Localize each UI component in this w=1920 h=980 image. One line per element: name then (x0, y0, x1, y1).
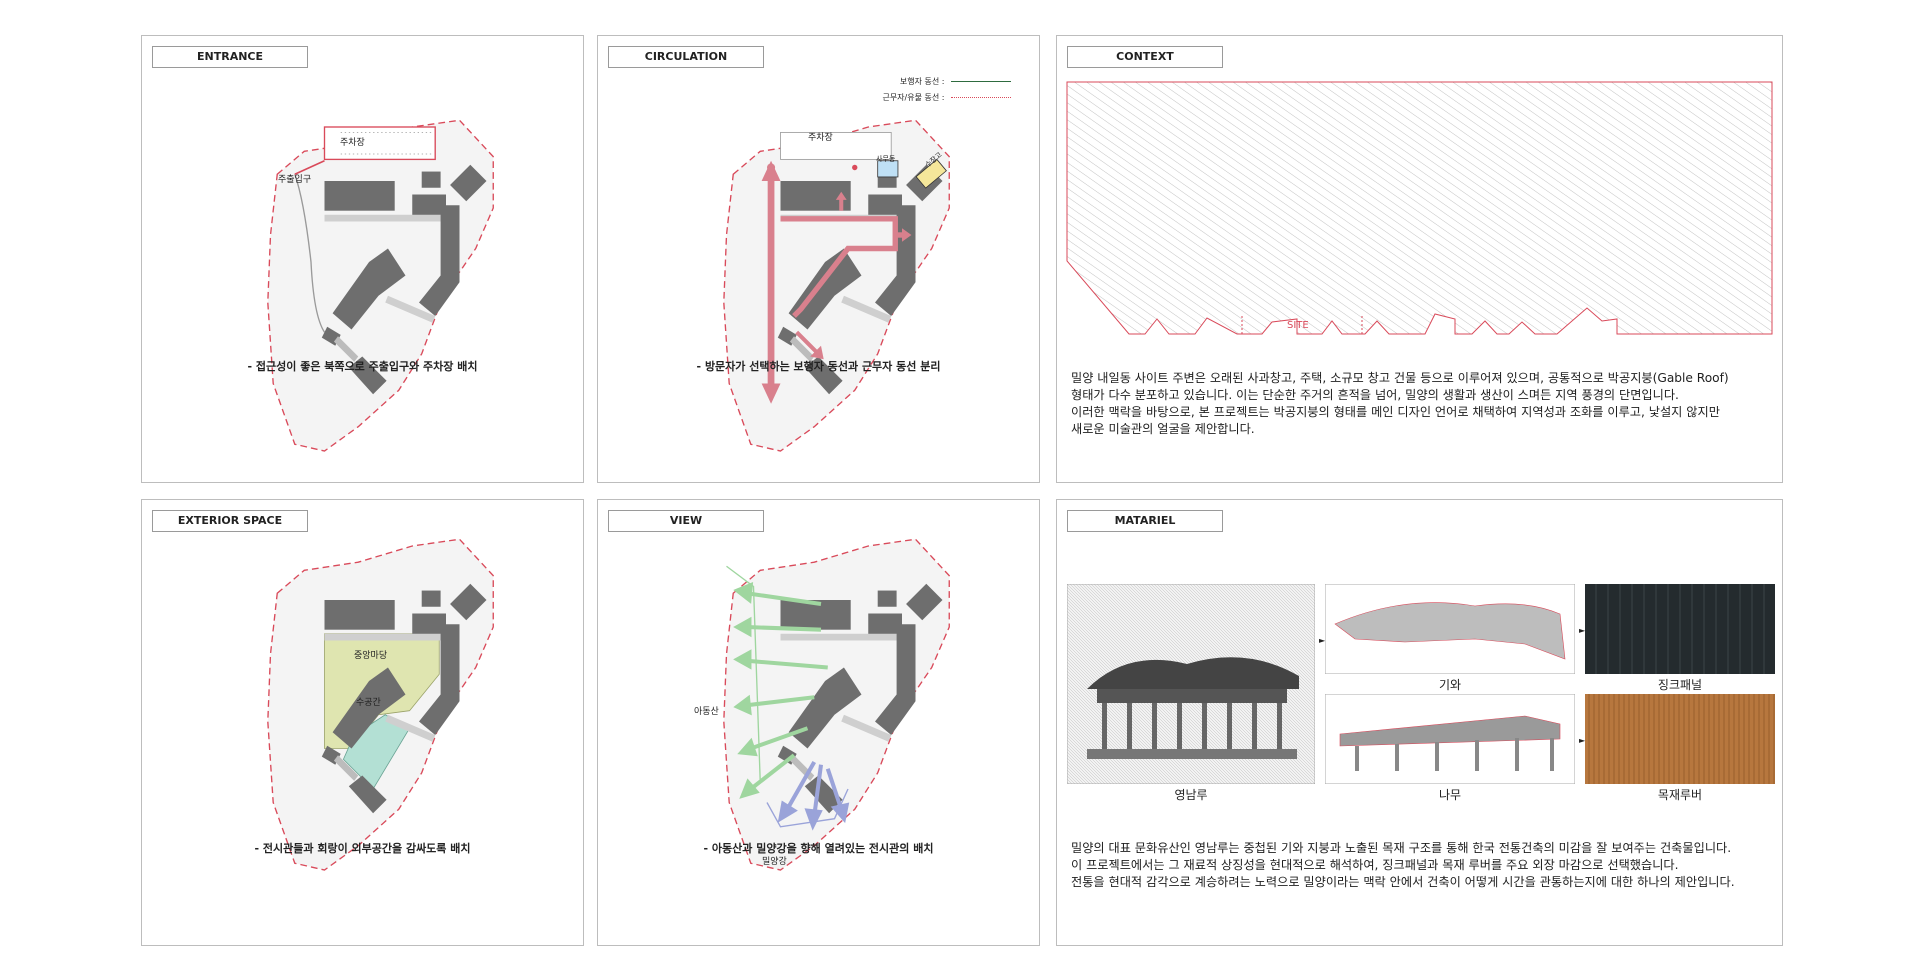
panel-exterior: EXTERIOR SPACE 중앙마당 수공간 - 전시관들과 회랑이 외부공간… (141, 499, 584, 946)
exterior-caption: - 전시관들과 회랑이 외부공간을 감싸도록 배치 (142, 840, 583, 856)
paragraph-line: 이 프로젝트에서는 그 재료적 상징성을 현대적으로 해석하여, 징크패널과 목… (1071, 857, 1735, 874)
paragraph-line: 밀양 내일동 사이트 주변은 오래된 사과창고, 주택, 소규모 창고 건물 등… (1071, 370, 1729, 387)
zinc-panel-swatch (1585, 584, 1775, 674)
context-street-elevation: SITE (1057, 36, 1784, 336)
central-yard-label: 중앙마당 (354, 649, 387, 661)
office-label: 사무동 (876, 154, 896, 163)
panel-view: VIEW 아동산 밀양강 - 아동산과 밀양강을 향해 열려있는 (597, 499, 1040, 946)
river-label: 밀양강 (762, 855, 787, 867)
wood-louver-label: 목재루버 (1585, 786, 1775, 803)
panel-circulation: CIRCULATION 보행자 동선 : 근무자/유물 동선 : 주차장 (597, 35, 1040, 483)
panel-context: CONTEXT SITE 밀양 내일동 사이트 주변은 오래된 사과창고, 주택… (1056, 35, 1783, 483)
paragraph-line: 형태가 다수 분포하고 있습니다. 이는 단순한 주거의 흔적을 넘어, 밀양의… (1071, 387, 1729, 404)
panel-material: MATARIEL 영남루 ► 기와 나무 ► ► 징크패널 목재루버 밀양의 대… (1056, 499, 1783, 946)
wood-structure-photo (1325, 694, 1575, 784)
panel-entrance: ENTRANCE 주차장 주출입구 - 접근성이 좋은 북쪽으로 주출입구와 주… (141, 35, 584, 483)
wood-louver-swatch (1585, 694, 1775, 784)
paragraph-line: 새로운 미술관의 얼굴을 제안합니다. (1071, 421, 1729, 438)
water-space-label: 수공간 (356, 697, 381, 708)
circulation-caption: - 방문자가 선택하는 보행자 동선과 근무자 동선 분리 (598, 358, 1039, 374)
yeongnamru-photo (1067, 584, 1315, 784)
mountain-label: 아동산 (694, 706, 719, 717)
paragraph-line: 이러한 맥락을 바탕으로, 본 프로젝트는 박공지붕의 형태를 메인 디자인 언… (1071, 404, 1729, 421)
parking-label: 주차장 (808, 131, 833, 143)
paragraph-line: 밀양의 대표 문화유산인 영남루는 중첩된 기와 지붕과 노출된 목재 구조를 … (1071, 840, 1735, 857)
view-caption: - 아동산과 밀양강을 향해 열려있는 전시관의 배치 (598, 840, 1039, 856)
paragraph-line: 전통을 현대적 감각으로 계승하려는 노력으로 밀양이라는 맥락 안에서 건축이… (1071, 874, 1735, 891)
yeongnamru-label: 영남루 (1067, 786, 1315, 803)
parking-label: 주차장 (340, 136, 365, 148)
entrance-caption: - 접근성이 좋은 북쪽으로 주출입구와 주차장 배치 (142, 358, 583, 374)
roof-tile-photo (1325, 584, 1575, 674)
main-entry-label: 주출입구 (278, 173, 311, 185)
entrance-site-plan: 주차장 주출입구 (142, 36, 585, 484)
panel-title: MATARIEL (1067, 510, 1223, 532)
circulation-site-plan: 주차장 사무동 수장고 (598, 36, 1041, 484)
wood-label: 나무 (1325, 786, 1575, 803)
view-site-plan: 아동산 밀양강 (598, 500, 1041, 947)
exterior-site-plan: 중앙마당 수공간 (142, 500, 585, 947)
context-paragraph: 밀양 내일동 사이트 주변은 오래된 사과창고, 주택, 소규모 창고 건물 등… (1071, 370, 1729, 438)
zinc-panel-label: 징크패널 (1585, 676, 1775, 693)
material-paragraph: 밀양의 대표 문화유산인 영남루는 중첩된 기와 지붕과 노출된 목재 구조를 … (1071, 840, 1735, 891)
roof-tile-label: 기와 (1325, 676, 1575, 693)
site-label: SITE (1287, 320, 1309, 331)
